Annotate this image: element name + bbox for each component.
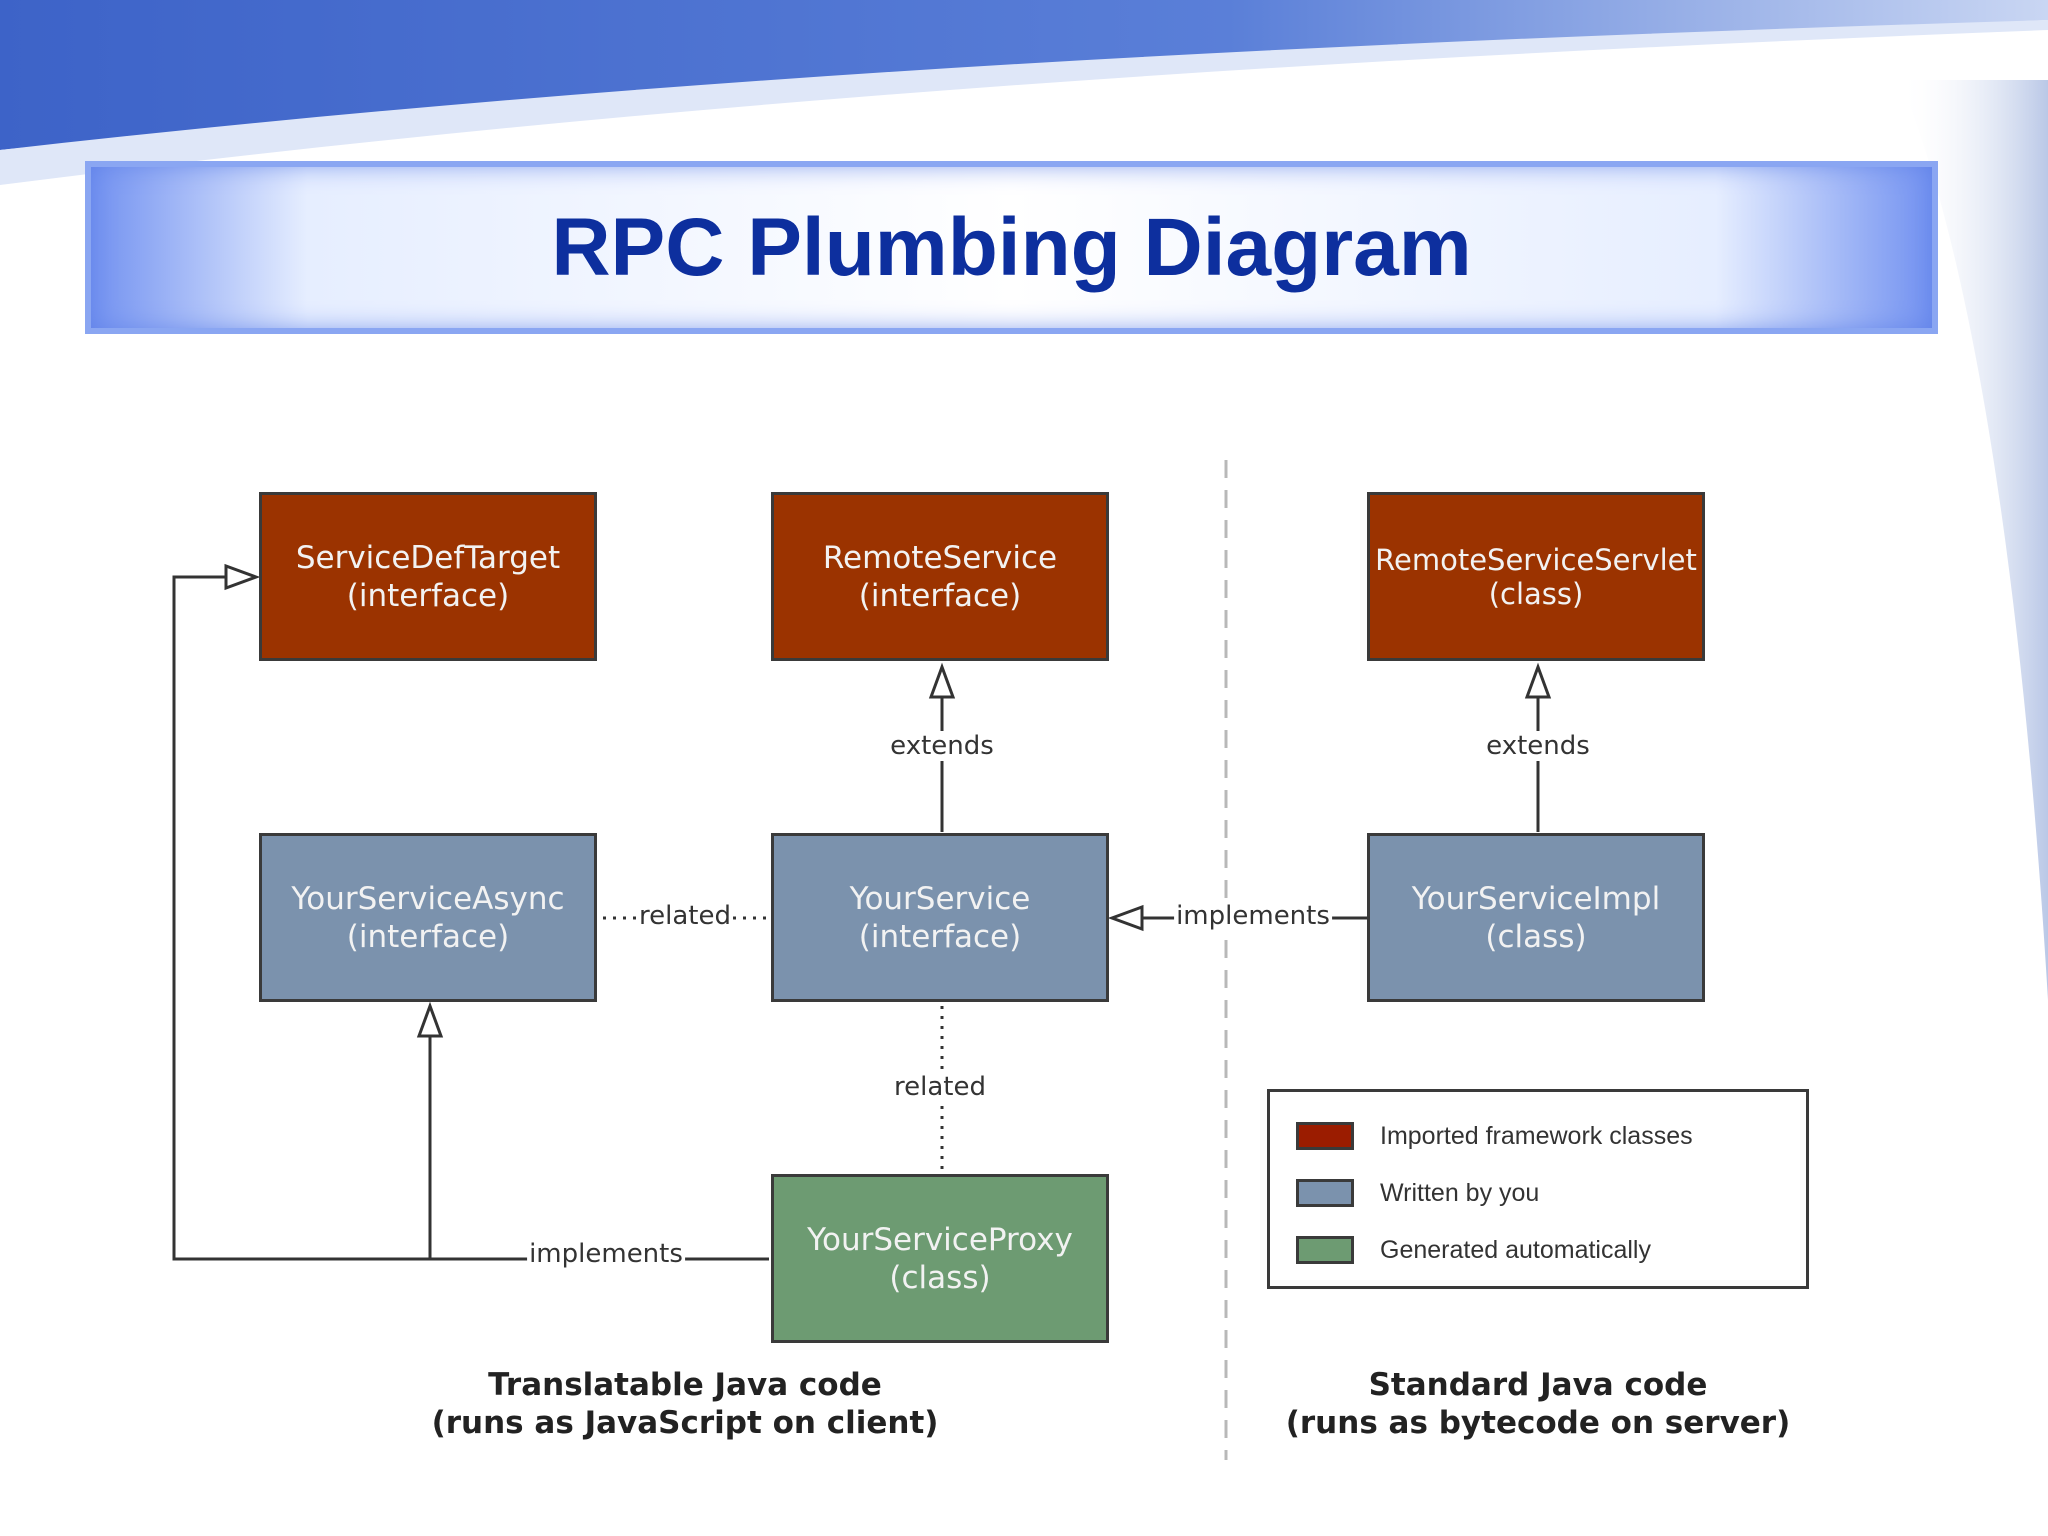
caption-client-line2: (runs as JavaScript on client) — [431, 1405, 939, 1441]
box-name: RemoteService — [822, 539, 1058, 576]
box-name: RemoteServiceServlet — [1375, 542, 1697, 577]
legend-row-imported: Imported framework classes — [1296, 1120, 1693, 1152]
box-your-service-proxy: YourServiceProxy (class) — [771, 1174, 1109, 1343]
box-name: YourService — [849, 880, 1031, 917]
box-kind: (interface) — [858, 918, 1022, 955]
caption-server-line2: (runs as bytecode on server) — [1285, 1405, 1791, 1441]
title-band: RPC Plumbing Diagram — [85, 161, 1938, 334]
caption-server-line1: Standard Java code — [1368, 1367, 1708, 1403]
caption-client: Translatable Java code (runs as JavaScri… — [385, 1366, 985, 1442]
box-name: ServiceDefTarget — [295, 539, 561, 576]
legend-swatch-imported — [1296, 1122, 1354, 1150]
box-kind: (class) — [1488, 576, 1584, 611]
label-extends-left: extends — [886, 731, 998, 761]
label-implements-proxy: implements — [527, 1239, 685, 1269]
box-your-service-async: YourServiceAsync (interface) — [259, 833, 597, 1002]
label-extends-right: extends — [1482, 731, 1594, 761]
legend-row-generated: Generated automatically — [1296, 1234, 1651, 1266]
implements-arrowhead-server — [1107, 904, 1144, 932]
box-kind: (class) — [889, 1259, 991, 1296]
box-name: YourServiceProxy — [807, 1221, 1073, 1258]
legend-label-written: Written by you — [1380, 1178, 1540, 1207]
legend-swatch-written — [1296, 1179, 1354, 1207]
box-service-def-target: ServiceDefTarget (interface) — [259, 492, 597, 661]
legend-row-written: Written by you — [1296, 1177, 1539, 1209]
box-kind: (class) — [1485, 918, 1587, 955]
label-related-horizontal: related — [637, 901, 733, 931]
box-name: YourServiceImpl — [1411, 880, 1661, 917]
extends-arrowhead-right — [1524, 662, 1552, 699]
legend-label-generated: Generated automatically — [1380, 1235, 1651, 1264]
page-title: RPC Plumbing Diagram — [551, 201, 1472, 293]
box-kind: (interface) — [346, 918, 510, 955]
implements-arrowhead-async — [416, 1001, 444, 1038]
legend: Imported framework classes Written by yo… — [1267, 1089, 1809, 1289]
box-kind: (interface) — [346, 577, 510, 614]
implements-arrowhead-target — [224, 563, 261, 591]
implements-line-proxy — [172, 575, 769, 1261]
legend-swatch-generated — [1296, 1236, 1354, 1264]
caption-server: Standard Java code (runs as bytecode on … — [1238, 1366, 1838, 1442]
box-remote-service-servlet: RemoteServiceServlet (class) — [1367, 492, 1705, 661]
box-your-service-impl: YourServiceImpl (class) — [1367, 833, 1705, 1002]
label-implements-server: implements — [1174, 901, 1332, 931]
extends-arrowhead-left — [928, 662, 956, 699]
caption-client-line1: Translatable Java code — [488, 1367, 882, 1403]
box-kind: (interface) — [858, 577, 1022, 614]
box-name: YourServiceAsync — [291, 880, 565, 917]
box-remote-service: RemoteService (interface) — [771, 492, 1109, 661]
label-related-vertical: related — [890, 1072, 990, 1102]
legend-label-imported: Imported framework classes — [1380, 1121, 1693, 1150]
box-your-service: YourService (interface) — [771, 833, 1109, 1002]
